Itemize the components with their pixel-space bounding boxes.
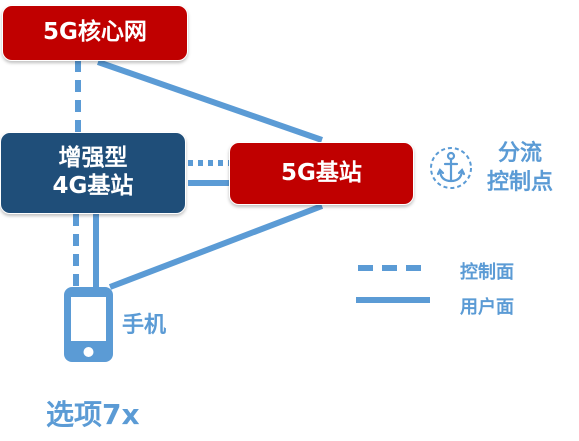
split-control-point-label: 分流 控制点 [478, 140, 562, 197]
split-label-line2: 控制点 [486, 169, 553, 195]
user-link-5g-phone [108, 203, 324, 290]
smartphone-icon [64, 287, 113, 362]
user-link-core-5g [97, 59, 323, 143]
enhanced-4g-node: 增强型 4G基站 [0, 132, 186, 214]
option-caption: 选项7x [46, 398, 140, 431]
base-station-5g-node: 5G基站 [229, 142, 414, 205]
enhanced-4g-label-line2: 4G基站 [52, 173, 134, 199]
legend-control-plane-label: 控制面 [460, 262, 514, 283]
phone-label: 手机 [122, 313, 167, 338]
base-station-5g-label: 5G基站 [281, 159, 362, 186]
core-network-label: 5G核心网 [43, 19, 147, 46]
legend-user-plane-label: 用户面 [460, 297, 514, 318]
enhanced-4g-label-line1: 增强型 [58, 145, 128, 172]
anchor-icon [430, 147, 472, 189]
split-label-line1: 分流 [497, 141, 542, 166]
core-network-node: 5G核心网 [2, 5, 188, 61]
